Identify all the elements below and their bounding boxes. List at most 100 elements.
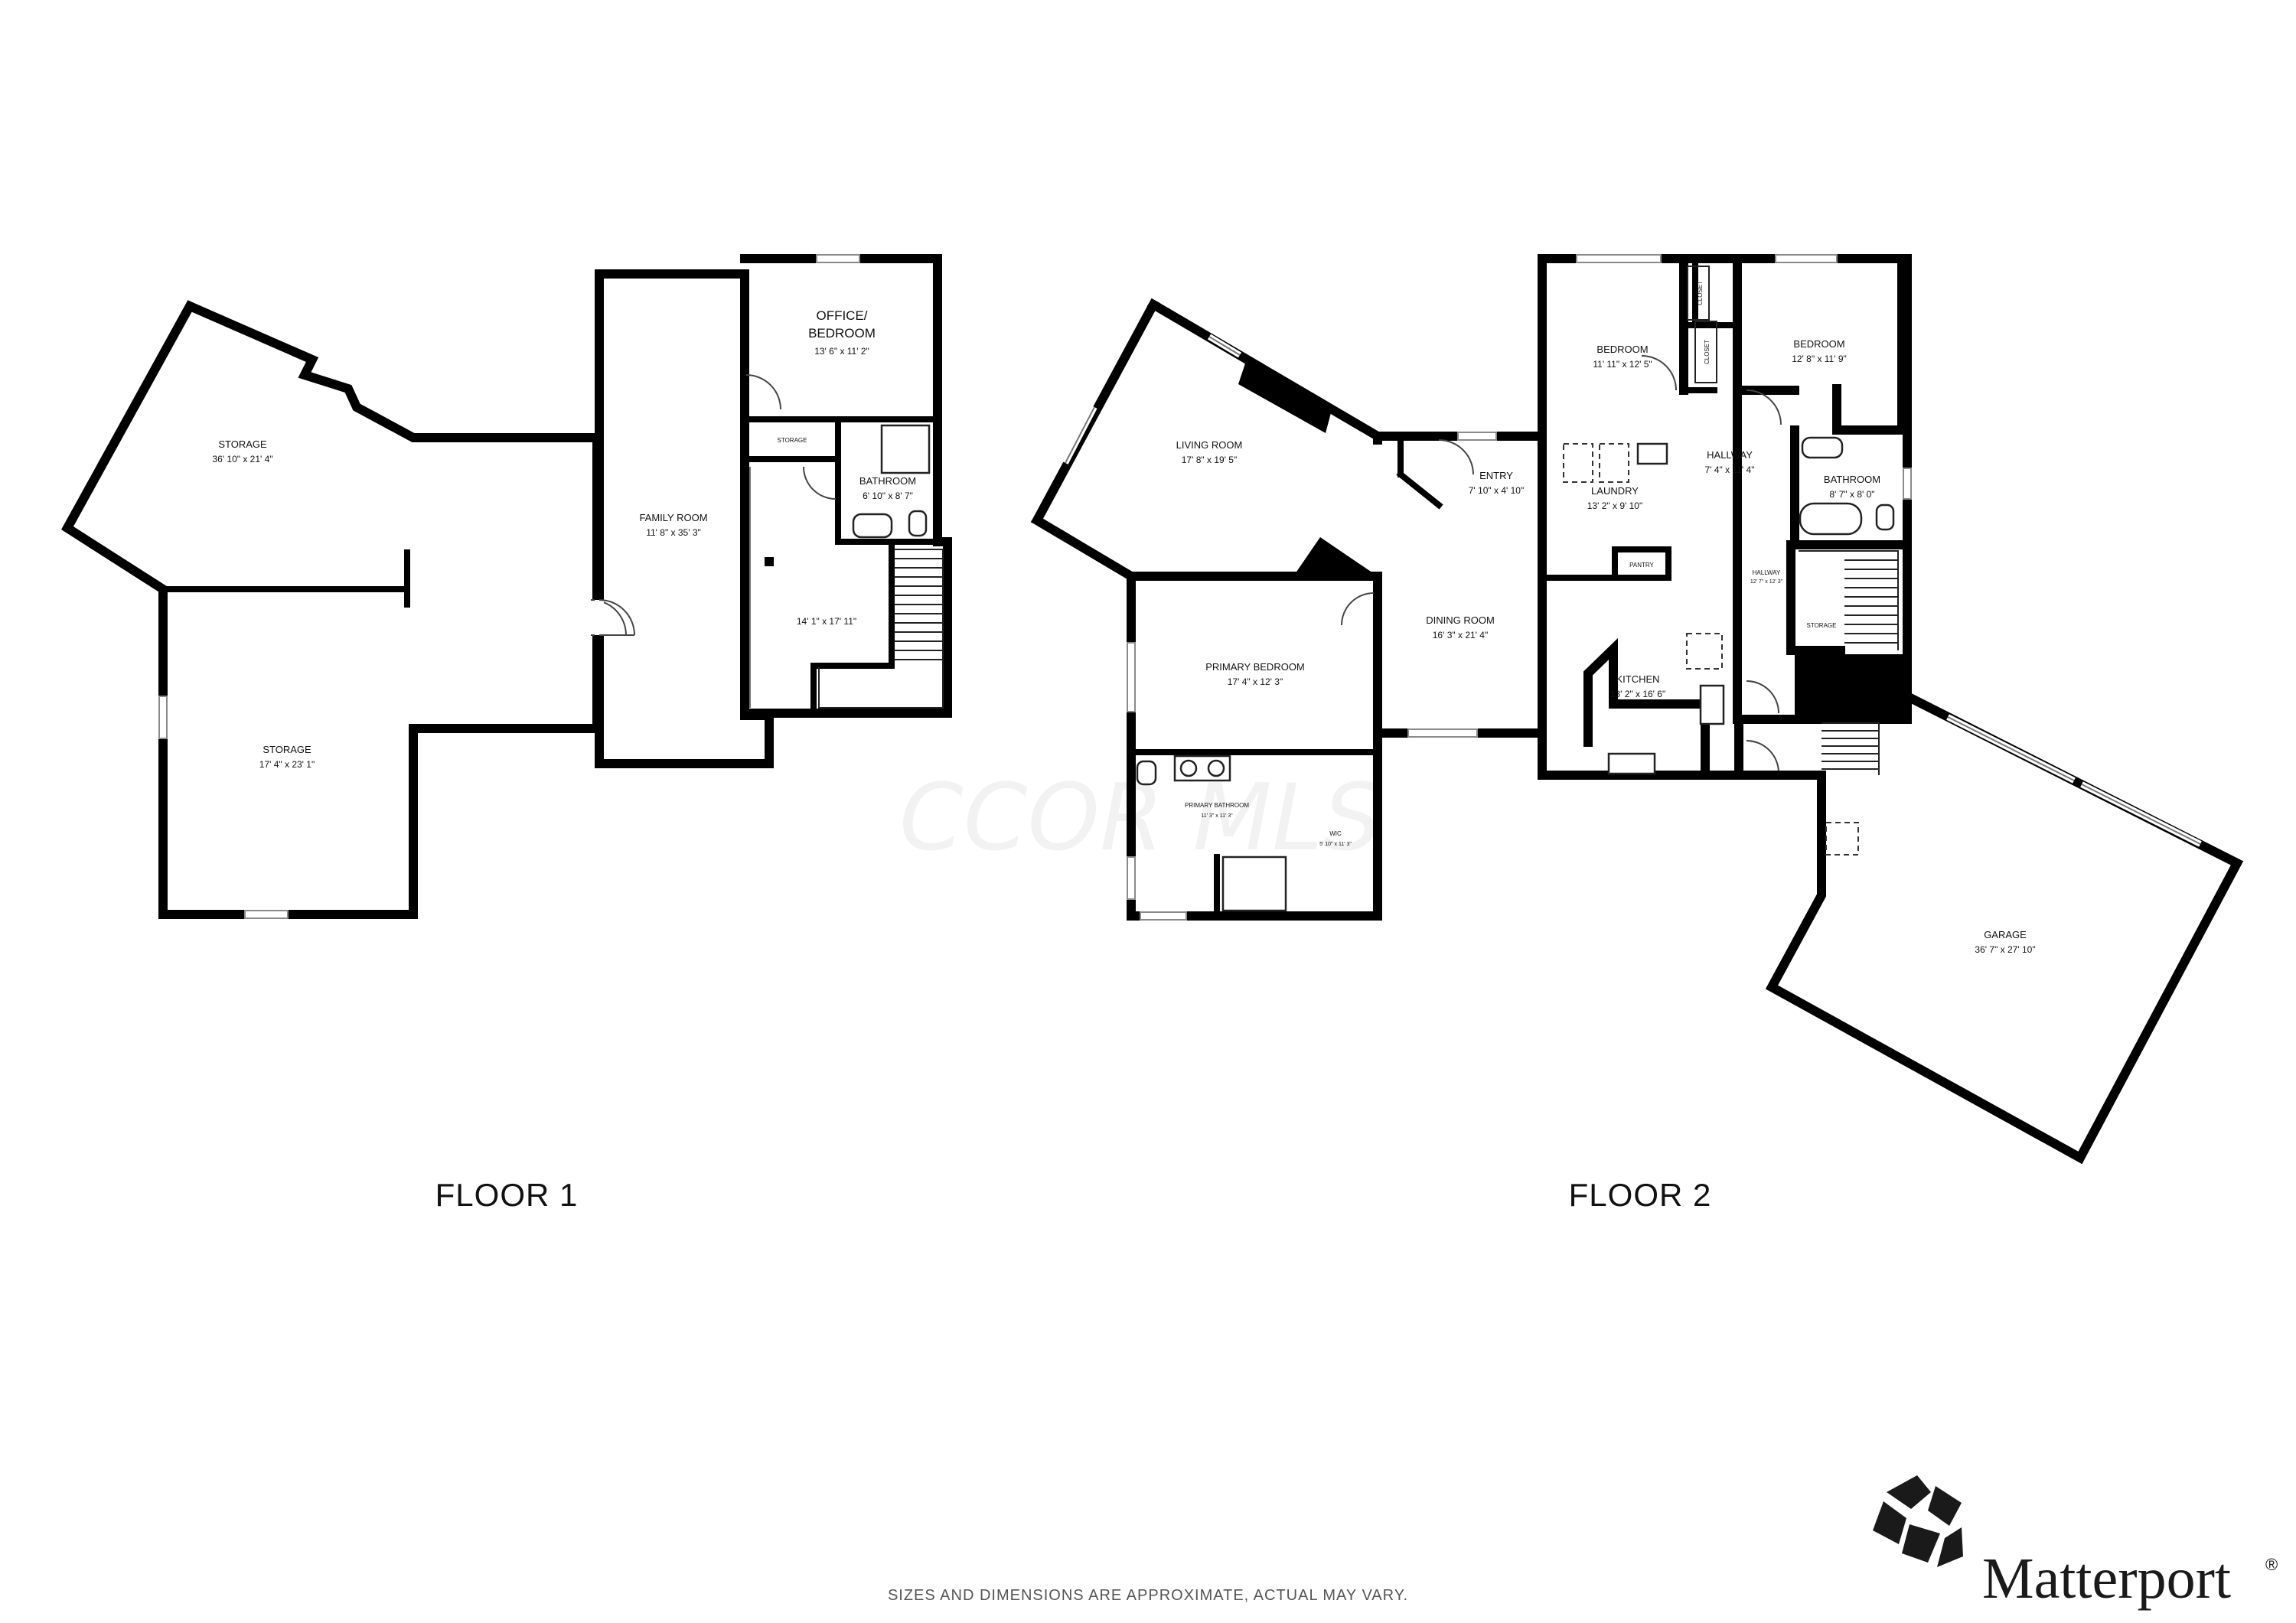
room-name: PRIMARY BATHROOM [1185,802,1249,809]
fridge-icon [1686,633,1723,670]
f2-garage-walls [1734,689,2244,1165]
room-name: WIC [1329,830,1342,837]
dryer-icon [1599,443,1629,483]
floor-1-plan [61,254,952,919]
fireplace-hearth [1293,537,1378,576]
f1-window [244,910,289,919]
room-name: OFFICE/ [816,308,867,323]
room-name: BATHROOM [1824,474,1880,485]
f2-kitchen-door [1746,740,1779,774]
floor-2-label: FLOOR 2 [1569,1177,1712,1213]
bathtub-icon [1799,502,1863,536]
f1-window [158,696,168,739]
room-name: ENTRY [1479,470,1513,481]
room-dims: 7' 4" x 11' 4" [1705,464,1755,475]
f2-window [1775,254,1838,263]
f1-family-door [598,599,635,636]
room-dims: 17' 4" x 23' 1" [259,759,315,770]
f2-primary-door [1341,592,1375,626]
disclaimer-text: SIZES AND DIMENSIONS ARE APPROXIMATE, AC… [888,1587,1408,1604]
f2-window [1903,468,1912,500]
room-dims: 13' 2" x 16' 6" [1610,689,1665,699]
f1-storage-a-walls [61,300,602,919]
room-dims: 17' 8" x 19' 5" [1182,455,1237,465]
f2-window [1127,856,1136,900]
washer-icon [1563,443,1593,483]
room-name: STORAGE [218,438,267,450]
room-name: STORAGE [1807,622,1837,629]
room-dims: 11' 11" x 12' 5" [1593,359,1652,370]
room-name: PANTRY [1629,562,1654,569]
shower-icon [880,424,931,474]
garage-vent-icon [1825,822,1859,855]
sink-icon [1801,436,1844,459]
closet-a-box [1687,266,1710,321]
f2-stair-void [1795,654,1907,719]
garage-door [1947,716,2075,781]
room-dims: 36' 10" x 21' 4" [212,454,272,464]
room-dims: 13' 6" x 11' 2" [814,346,869,357]
floor-2-plan [1030,254,2244,1165]
fireplace-icon [1238,361,1332,433]
room-name: BEDROOM [808,326,876,341]
shower-icon [1221,855,1287,912]
f2-bedroom-b-door [1746,389,1782,425]
sink-icon [852,513,893,539]
room-name: PRIMARY BEDROOM [1205,661,1305,673]
room-dims: 11' 3" x 11' 3" [1201,813,1233,819]
room-name: FAMILY ROOM [639,512,707,523]
closet-b-box [1694,321,1717,383]
room-name: CLOSET [1704,340,1711,364]
f2-central-walls [1373,432,1743,921]
garage-door [2081,784,2201,845]
room-name: HALLWAY [1707,449,1753,461]
room-dims: 5' 10" x 11' 3" [1319,842,1352,847]
f2-window [1457,432,1497,441]
f2-window [1576,254,1662,263]
f1-office-block-walls [740,254,952,718]
floor-1-label: FLOOR 1 [435,1177,579,1213]
sink-icon [1179,759,1198,777]
sink-icon [1207,759,1225,777]
room-name: BATHROOM [859,475,916,487]
room-name: BEDROOM [1793,338,1844,350]
f2-window [1208,336,1241,356]
room-name: GARAGE [1984,929,2027,940]
room-dims: 14' 1" x 17' 11" [797,616,856,627]
room-dims: 7' 10" x 4' 10" [1469,485,1524,496]
f1-bath-door [803,466,837,500]
room-name: DINING ROOM [1426,614,1495,626]
room-dims: 12' 7" x 12' 3" [1750,579,1783,585]
f2-window [1140,911,1187,921]
room-name: KITCHEN [1616,673,1659,685]
room-dims: 13' 2" x 9' 10" [1587,500,1642,511]
room-dims: 12' 8" x 11' 9" [1792,354,1847,364]
room-dims: 17' 4" x 12' 3" [1228,676,1283,687]
room-dims: 6' 10" x 8' 7" [863,490,913,501]
toilet-icon [1875,504,1895,531]
f2-window [1127,642,1136,712]
f2-entry-door [1438,439,1474,475]
toilet-icon [1136,760,1157,786]
room-name: STORAGE [263,744,311,755]
brand-name: Matterport [1982,1546,2231,1611]
column-icon [765,557,774,566]
kitchen-sink-icon [1607,752,1656,775]
room-dims: 16' 3" x 21' 4" [1433,630,1488,640]
room-name: BEDROOM [1596,344,1648,355]
room-dims: 8' 7" x 8' 0" [1829,489,1874,500]
room-name: CLOSET [1697,281,1704,305]
sink-icon [1636,442,1668,465]
trademark-symbol: ® [2265,1555,2278,1574]
f2-sliding-door [1407,728,1478,738]
room-name: LIVING ROOM [1176,439,1243,451]
room-name: HALLWAY [1753,569,1781,576]
room-name: STORAGE [778,437,807,444]
room-dims: 36' 7" x 27' 10" [1975,944,2035,955]
f1-stairs [818,549,944,709]
matterport-logo-icon [1873,1475,1963,1567]
f2-window [1065,406,1095,464]
f2-hall-door [1746,680,1779,714]
f2-bedroom-a-door [1641,355,1677,391]
